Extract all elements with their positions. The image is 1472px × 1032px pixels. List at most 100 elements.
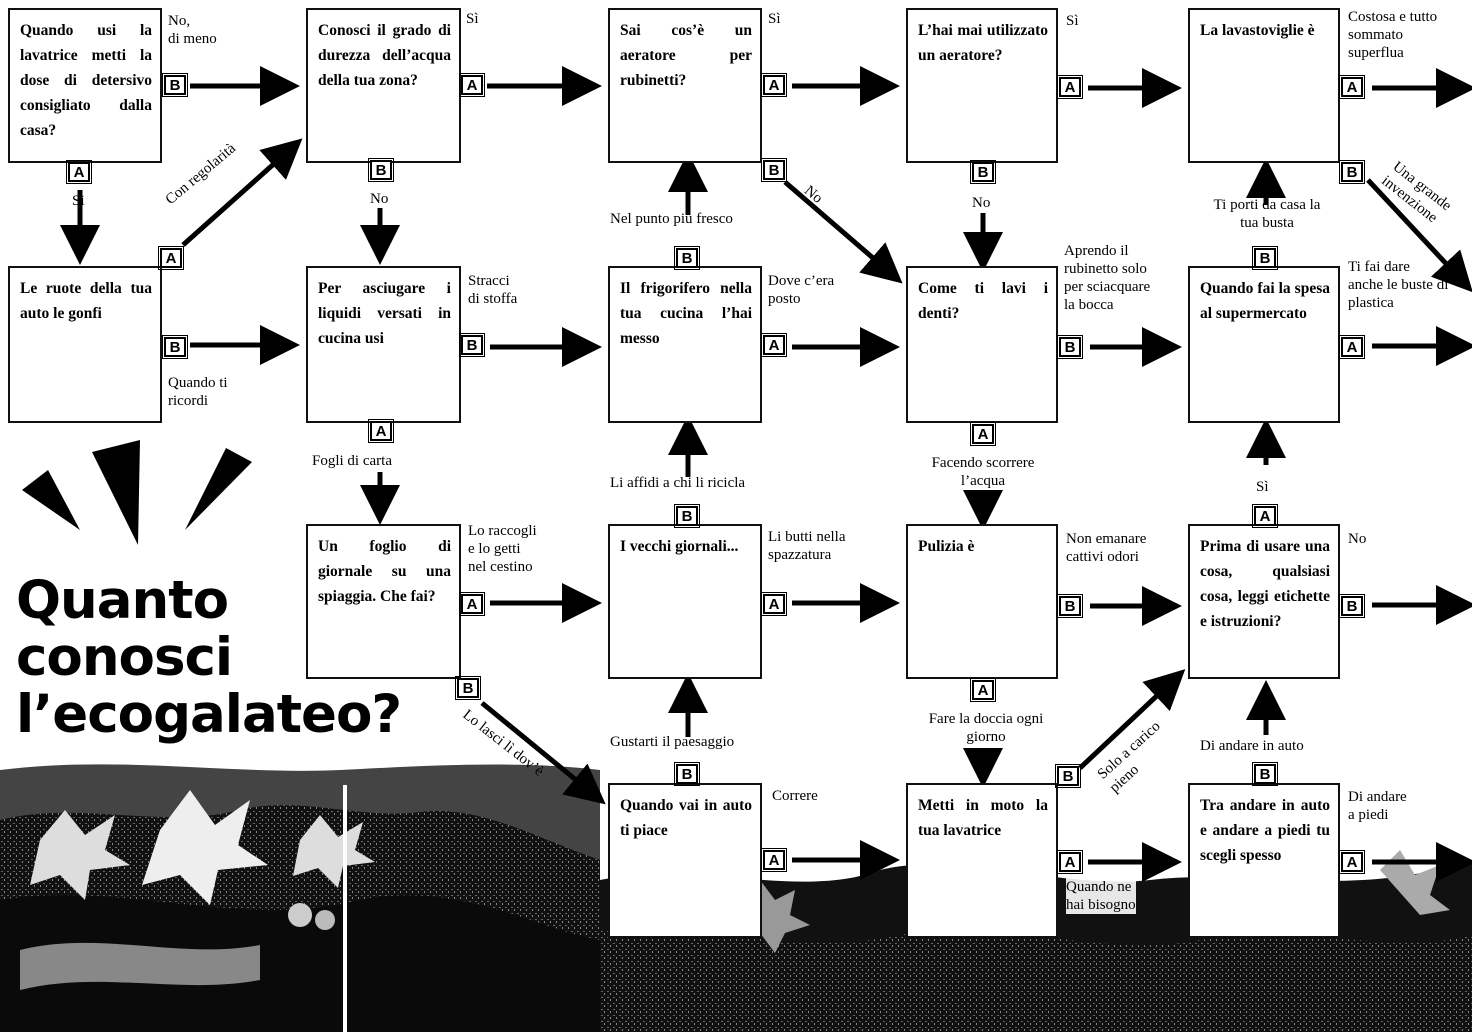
answer-label: Stracci di stoffa [468, 272, 517, 308]
question-box-auto: Quando vai in auto ti piace [608, 783, 762, 938]
answer-label: Aprendo il rubinetto solo per sciacquare… [1064, 242, 1182, 314]
question-text: Il frigorifero nella tua cucina l’hai me… [620, 280, 752, 347]
answer-label: Sì [768, 10, 781, 28]
answer-badge-a: A [972, 680, 994, 700]
answer-badge-b: B [457, 678, 479, 698]
question-text: I vecchi giornali... [620, 538, 738, 555]
answer-badge-b: B [1254, 764, 1276, 784]
answer-badge-b: B [763, 160, 785, 180]
question-text: Metti in moto la tua lavatrice [918, 797, 1048, 839]
answer-label: No [1348, 530, 1366, 548]
burst-decoration [22, 440, 252, 545]
answer-label: Li butti nella spazzatura [768, 528, 845, 564]
question-text: Quando vai in auto ti piace [620, 797, 752, 839]
answer-badge-a: A [1341, 77, 1363, 97]
answer-label: No [370, 190, 388, 208]
answer-label: Dove c’era posto [768, 272, 834, 308]
answer-badge-b: B [676, 764, 698, 784]
question-text: Come ti lavi i denti? [918, 280, 1048, 322]
answer-label: Quando ne hai bisogno [1066, 878, 1136, 914]
answer-badge-a: A [1059, 77, 1081, 97]
answer-label: Lo raccogli e lo getti nel cestino [468, 522, 537, 576]
answer-label: Sì [466, 10, 479, 28]
answer-badge-a: A [972, 424, 994, 444]
question-text: L’hai mai utilizzato un aeratore? [918, 22, 1048, 64]
answer-label: Sì [1066, 12, 1079, 30]
answer-label: Correre [772, 787, 818, 805]
answer-badge-a: A [763, 850, 785, 870]
page-title: Quanto conosci l’ecogalateo? [16, 572, 401, 743]
answer-badge-a: A [461, 594, 483, 614]
answer-label: Di andare a piedi [1348, 788, 1407, 824]
answer-badge-a: A [1059, 852, 1081, 872]
question-box-pulizia: Pulizia è [906, 524, 1058, 679]
answer-badge-b: B [676, 248, 698, 268]
question-text: Conosci il grado di durezza dell’acqua d… [318, 22, 451, 89]
question-box-spesa: Quando fai la spesa al supermercato [1188, 266, 1340, 423]
answer-badge-b: B [164, 337, 186, 357]
answer-label: Di andare in auto [1200, 737, 1304, 755]
answer-badge-b: B [164, 75, 186, 95]
answer-badge-b: B [1059, 596, 1081, 616]
question-text: La lavastoviglie è [1200, 22, 1315, 39]
answer-badge-b: B [1057, 766, 1079, 786]
question-text: Le ruote della tua auto le gonfi [20, 280, 152, 322]
question-box-liquidi: Per asciugare i liquidi versati in cucin… [306, 266, 461, 423]
title-line-3: l’ecogalateo? [16, 686, 401, 743]
answer-label: Li affidi a chi li ricicla [610, 474, 745, 492]
question-box-lavastoviglie: La lavastoviglie è [1188, 8, 1340, 163]
answer-badge-b: B [1341, 596, 1363, 616]
answer-label: Ti porti da casa la tua busta [1190, 196, 1344, 232]
answer-label: Fare la doccia ogni giorno [906, 710, 1066, 746]
answer-badge-a: A [763, 594, 785, 614]
question-text: Quando fai la spesa al supermercato [1200, 280, 1330, 322]
question-box-etichette: Prima di usare una cosa, qualsiasi cosa,… [1188, 524, 1340, 679]
answer-badge-b: B [972, 162, 994, 182]
answer-label: Gustarti il paesaggio [610, 733, 734, 751]
question-box-giornali: I vecchi giornali... [608, 524, 762, 679]
question-box-durezza: Conosci il grado di durezza dell’acqua d… [306, 8, 461, 163]
answer-badge-a: A [1341, 337, 1363, 357]
answer-badge-a: A [1341, 852, 1363, 872]
answer-label: Nel punto più fresco [610, 210, 733, 228]
answer-badge-b: B [370, 160, 392, 180]
answer-badge-a: A [370, 421, 392, 441]
answer-badge-b: B [1341, 162, 1363, 182]
answer-badge-a: A [461, 75, 483, 95]
answer-label: Sì [1256, 478, 1269, 496]
answer-badge-a: A [68, 162, 90, 182]
answer-badge-a: A [160, 248, 182, 268]
question-box-utilizzato: L’hai mai utilizzato un aeratore? [906, 8, 1058, 163]
question-box-ruote: Le ruote della tua auto le gonfi [8, 266, 162, 423]
question-text: Tra andare in auto e andare a piedi tu s… [1200, 797, 1330, 864]
title-line-1: Quanto [16, 572, 401, 629]
answer-label: Fogli di carta [312, 452, 392, 470]
question-box-lavatrice: Metti in moto la tua lavatrice [906, 783, 1058, 938]
answer-badge-b: B [1059, 337, 1081, 357]
question-box-detersivo: Quando usi la lavatrice metti la dose di… [8, 8, 162, 163]
answer-label: Quando ti ricordi [168, 374, 228, 410]
question-text: Pulizia è [918, 538, 974, 555]
answer-label: Facendo scorrere l’acqua [906, 454, 1060, 490]
question-box-piedi: Tra andare in auto e andare a piedi tu s… [1188, 783, 1340, 938]
answer-label: No [972, 194, 990, 212]
answer-label: Sì [72, 192, 85, 210]
question-text: Quando usi la lavatrice metti la dose di… [20, 22, 152, 139]
answer-label: No, di meno [168, 12, 217, 48]
answer-badge-b: B [461, 335, 483, 355]
question-text: Sai cos’è un aeratore per rubinetti? [620, 22, 752, 89]
answer-badge-a: A [763, 75, 785, 95]
answer-badge-a: A [763, 335, 785, 355]
answer-badge-b: B [676, 506, 698, 526]
question-text: Prima di usare una cosa, qualsiasi cosa,… [1200, 538, 1330, 630]
question-box-aeratore: Sai cos’è un aeratore per rubinetti? [608, 8, 762, 163]
answer-badge-a: A [1254, 506, 1276, 526]
answer-badge-b: B [1254, 248, 1276, 268]
question-box-denti: Come ti lavi i denti? [906, 266, 1058, 423]
answer-label: Non emanare cattivi odori [1066, 530, 1146, 566]
title-line-2: conosci [16, 629, 401, 686]
answer-label: Costosa e tutto sommato superflua [1348, 8, 1466, 62]
question-box-frigorifero: Il frigorifero nella tua cucina l’hai me… [608, 266, 762, 423]
arrow [183, 145, 295, 245]
answer-label: Ti fai dare anche le buste di plastica [1348, 258, 1466, 312]
